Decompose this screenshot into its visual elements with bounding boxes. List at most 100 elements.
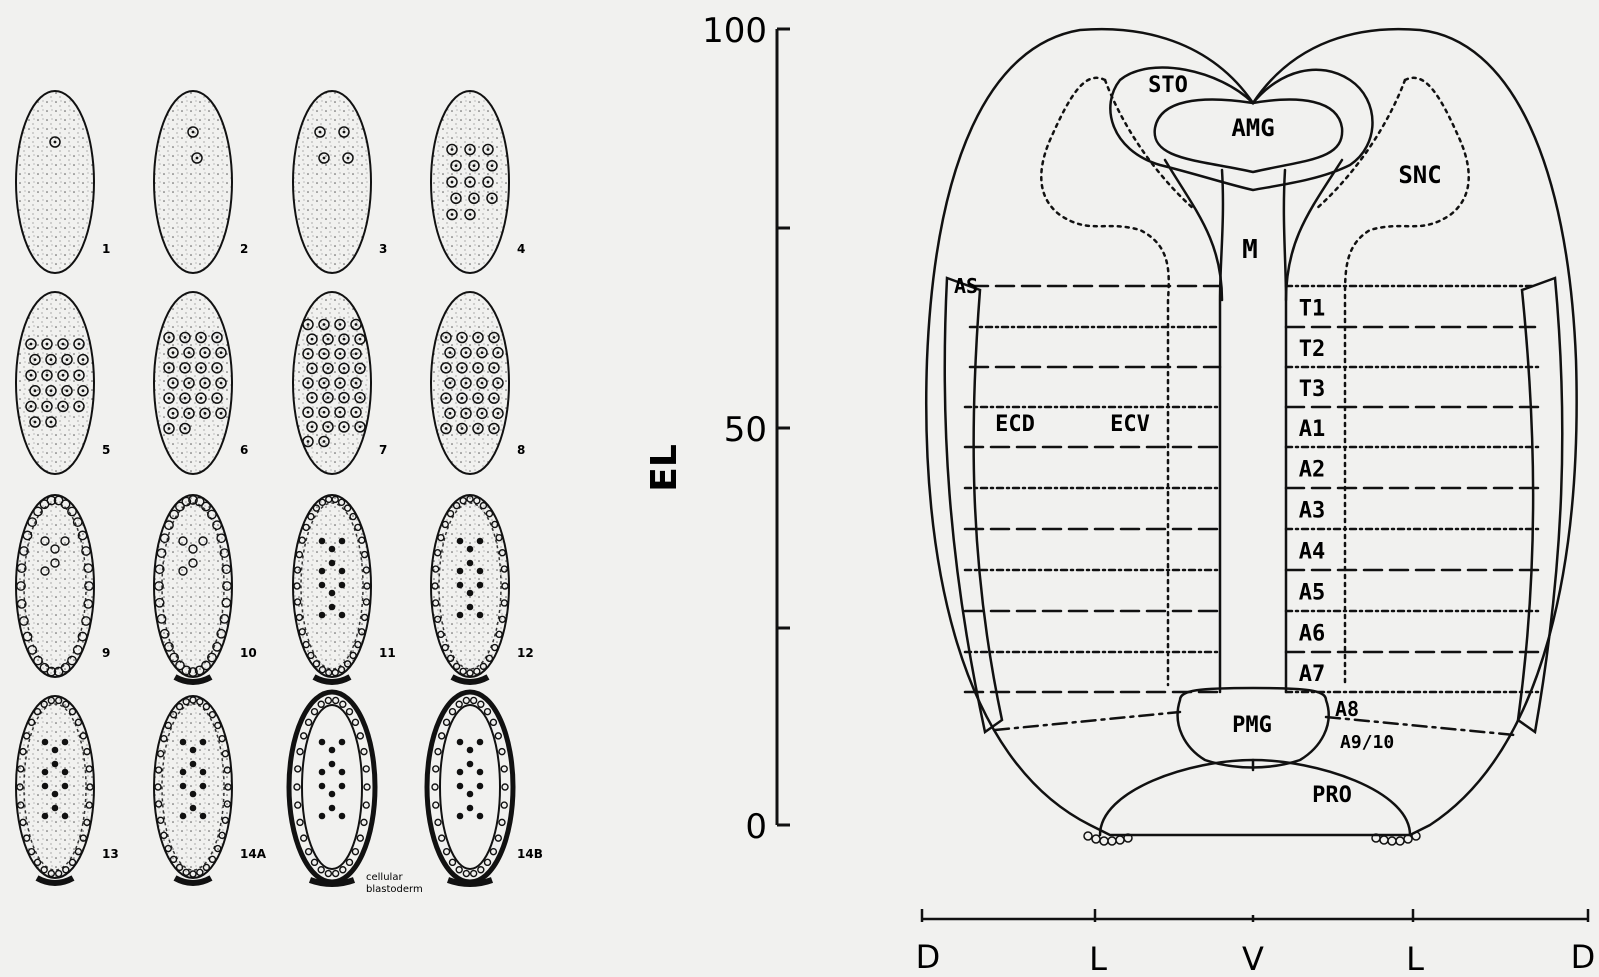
stage-number: 2 — [240, 242, 248, 256]
nucleus-core — [50, 358, 53, 361]
nucleus-core — [445, 336, 448, 339]
nucleus-core — [477, 427, 480, 430]
nucleus-core — [327, 338, 330, 341]
nucleus-core — [172, 382, 175, 385]
nucleus-core — [465, 382, 468, 385]
yolk-nucleus — [477, 612, 482, 617]
yolk-nucleus — [339, 739, 344, 744]
nucleus — [490, 849, 496, 855]
nucleus-core — [168, 336, 171, 339]
nucleus-core — [220, 412, 223, 415]
embryo-stage: 14A — [154, 696, 267, 883]
embryo-outline — [16, 292, 94, 474]
yolk-nucleus — [477, 769, 482, 774]
stage-number: 14B — [517, 847, 543, 861]
yolk-nucleus — [467, 590, 472, 595]
yolk-nucleus — [42, 813, 47, 818]
left-posterior-boundary — [995, 712, 1180, 730]
yolk-nucleus — [52, 805, 57, 810]
fate-map-labels: STO AMG SNC M AS ECD ECV PMG PRO A8 A9/1… — [954, 73, 1442, 808]
nucleus-core — [449, 351, 452, 354]
nucleus — [347, 709, 353, 715]
yolk-nucleus — [457, 612, 462, 617]
nucleus-core — [204, 382, 207, 385]
nucleus-core — [493, 366, 496, 369]
nucleus — [352, 849, 358, 855]
nucleus — [450, 859, 456, 865]
nucleus — [318, 867, 324, 873]
nucleus-core — [469, 148, 472, 151]
nucleus-core — [307, 352, 310, 355]
yolk-nucleus — [62, 739, 67, 744]
embryo-outline — [16, 696, 94, 878]
nucleus-core — [46, 343, 49, 346]
dv-label-v: V — [1242, 940, 1264, 977]
nucleus — [471, 871, 477, 877]
nucleus-core — [327, 425, 330, 428]
nucleus-core — [323, 352, 326, 355]
nucleus-core — [473, 197, 476, 200]
embryo-stage: 11 — [293, 495, 396, 682]
nucleus — [501, 802, 507, 808]
nucleus — [444, 719, 450, 725]
yolk-nucleus — [477, 813, 482, 818]
nucleus — [318, 701, 324, 707]
el-tick-label-50: 50 — [724, 410, 767, 450]
segment-labels: T1T2T3A1A2A3A4A5A6A7 — [1299, 297, 1326, 688]
nucleus-core — [481, 412, 484, 415]
nucleus-core — [487, 148, 490, 151]
embryo-stage — [289, 692, 375, 884]
nucleus — [325, 697, 331, 703]
nucleus — [306, 849, 312, 855]
nucleus-core — [307, 411, 310, 414]
embryo-stage: 7 — [293, 292, 387, 474]
nucleus-core — [355, 323, 358, 326]
nucleus-core — [30, 374, 33, 377]
yolk-nucleus — [200, 813, 205, 818]
nucleus-core — [323, 411, 326, 414]
nucleus-core — [204, 351, 207, 354]
nucleus-core — [339, 382, 342, 385]
yolk-nucleus — [329, 546, 334, 551]
yolk-nucleus — [62, 783, 67, 788]
nucleus — [312, 859, 318, 865]
segment-label: A6 — [1299, 622, 1326, 647]
nucleus — [363, 802, 369, 808]
nucleus — [456, 701, 462, 707]
nucleus-core — [172, 412, 175, 415]
nucleus-core — [307, 323, 310, 326]
el-axis: 100 50 0 EL — [644, 11, 790, 847]
nucleus-core — [307, 440, 310, 443]
stage-number: 4 — [517, 242, 525, 256]
yolk-nucleus — [457, 582, 462, 587]
nucleus — [435, 749, 441, 755]
yolk-nucleus — [329, 805, 334, 810]
nucleus-core — [30, 343, 33, 346]
embryo-inner-outline — [302, 705, 362, 869]
nucleus-core — [481, 351, 484, 354]
yolk-nucleus — [329, 747, 334, 752]
nucleus-core — [497, 412, 500, 415]
nucleus-core — [497, 382, 500, 385]
nucleus-core — [473, 164, 476, 167]
nucleus-core — [307, 382, 310, 385]
yolk-nucleus — [200, 769, 205, 774]
nucleus-core — [355, 411, 358, 414]
yolk-nucleus — [200, 783, 205, 788]
nucleus — [295, 802, 301, 808]
yolk-nucleus — [190, 791, 195, 796]
yolk-nucleus — [339, 582, 344, 587]
nucleus-core — [78, 343, 81, 346]
stage-note-line1: cellular — [366, 872, 403, 883]
nucleus-core — [461, 427, 464, 430]
left-snc-fill — [1105, 80, 1195, 210]
el-axis-title: EL — [644, 444, 685, 492]
nucleus — [485, 709, 491, 715]
nucleus-core — [477, 397, 480, 400]
dv-axis: D L V L D — [916, 909, 1596, 977]
yolk-nucleus — [339, 813, 344, 818]
segment-label: A4 — [1299, 540, 1326, 565]
nucleus — [297, 819, 303, 825]
nucleus — [478, 867, 484, 873]
nucleus — [463, 871, 469, 877]
